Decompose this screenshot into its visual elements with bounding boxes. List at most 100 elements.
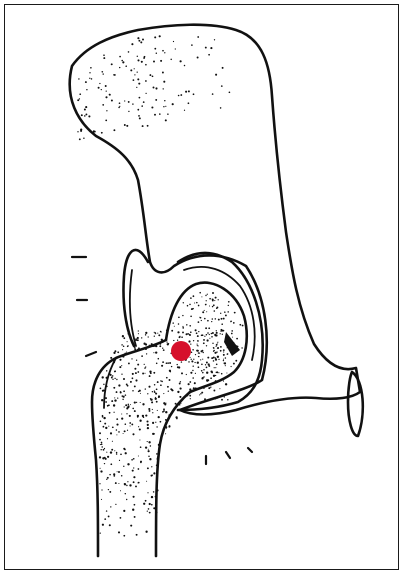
stipple-dot bbox=[140, 393, 141, 394]
stipple-dot bbox=[209, 338, 210, 339]
stipple-dot bbox=[195, 387, 197, 389]
stipple-dot bbox=[127, 430, 128, 431]
stipple-dot bbox=[153, 372, 155, 374]
stipple-dot bbox=[156, 489, 158, 491]
stipple-dot bbox=[155, 496, 156, 497]
stipple-dot bbox=[103, 426, 105, 428]
stipple-dot bbox=[168, 391, 169, 392]
stipple-dot bbox=[105, 96, 107, 98]
stipple-dot bbox=[222, 330, 224, 332]
stipple-dot bbox=[132, 103, 133, 104]
stipple-dot bbox=[223, 359, 224, 360]
stipple-dot bbox=[132, 470, 134, 472]
stipple-dot bbox=[180, 381, 181, 382]
stipple-dot bbox=[233, 363, 235, 365]
stipple-dot bbox=[135, 339, 137, 341]
stipple-dot bbox=[139, 117, 141, 119]
stipple-dot bbox=[83, 138, 84, 139]
stipple-dot bbox=[130, 404, 131, 405]
stipple-dot bbox=[170, 59, 171, 60]
stipple-dot bbox=[216, 308, 218, 310]
stipple-dot bbox=[101, 89, 102, 90]
stipple-dot bbox=[89, 78, 90, 79]
stipple-dot bbox=[85, 106, 87, 108]
stipple-dot bbox=[217, 348, 218, 349]
stipple-dot bbox=[131, 459, 133, 461]
stipple-dot bbox=[122, 349, 123, 350]
stipple-dot bbox=[106, 90, 107, 91]
stipple-dot bbox=[135, 379, 137, 381]
stipple-dot bbox=[138, 347, 140, 349]
stipple-dot bbox=[79, 138, 81, 140]
stipple-dot bbox=[166, 330, 167, 331]
stipple-dot bbox=[163, 88, 164, 89]
stipple-dot bbox=[104, 448, 105, 449]
stipple-dot bbox=[99, 439, 101, 441]
stipple-dot bbox=[107, 477, 109, 479]
stipple-dot bbox=[207, 357, 209, 359]
stipple-dot bbox=[198, 305, 200, 307]
stipple-dot bbox=[106, 370, 107, 371]
stipple-dot bbox=[220, 333, 221, 334]
stipple-dot bbox=[129, 484, 131, 486]
stipple-dot bbox=[193, 93, 195, 95]
stipple-dot bbox=[201, 320, 202, 321]
stipple-dot bbox=[158, 358, 160, 360]
stipple-dot bbox=[230, 320, 232, 322]
stipple-dot bbox=[165, 419, 167, 421]
stipple-dot bbox=[113, 412, 114, 413]
stipple-dot bbox=[194, 382, 196, 384]
stipple-dot bbox=[162, 348, 163, 349]
stipple-dot bbox=[140, 446, 142, 448]
stipple-dot bbox=[102, 415, 104, 417]
stipple-dot bbox=[215, 346, 216, 347]
stipple-dot bbox=[133, 467, 134, 468]
stipple-dot bbox=[206, 380, 208, 382]
stipple-dot bbox=[215, 380, 217, 382]
stipple-dot bbox=[217, 398, 218, 399]
stipple-dot bbox=[127, 333, 128, 334]
stipple-dot bbox=[105, 397, 107, 399]
stipple-dot bbox=[221, 399, 223, 401]
stipple-dot bbox=[218, 319, 220, 321]
stipple-dot bbox=[100, 470, 102, 472]
stipple-dot bbox=[142, 125, 144, 127]
stipple-dot bbox=[201, 392, 203, 394]
stipple-dot bbox=[102, 376, 104, 378]
stipple-dot bbox=[132, 408, 134, 410]
stipple-dot bbox=[193, 340, 194, 341]
stipple-dot bbox=[239, 324, 241, 326]
stipple-dot bbox=[137, 56, 138, 57]
stipple-dot bbox=[162, 361, 164, 363]
stipple-dot bbox=[145, 415, 147, 417]
stipple-dot bbox=[152, 433, 154, 435]
stipple-dot bbox=[145, 334, 146, 335]
stipple-dot bbox=[242, 325, 244, 327]
stipple-dot bbox=[151, 496, 153, 498]
stipple-dot bbox=[212, 332, 214, 334]
stipple-dot bbox=[124, 483, 126, 485]
stipple-dot bbox=[139, 420, 141, 422]
stipple-dot bbox=[158, 334, 160, 336]
stipple-dot bbox=[189, 395, 191, 397]
stipple-dot bbox=[149, 371, 151, 373]
stipple-dot bbox=[85, 113, 87, 115]
stipple-dot bbox=[178, 323, 180, 325]
stipple-dot bbox=[118, 531, 120, 533]
stipple-dot bbox=[188, 90, 190, 92]
stipple-dot bbox=[221, 373, 223, 375]
stipple-dot bbox=[191, 360, 193, 362]
stipple-dot bbox=[225, 383, 227, 385]
stipple-dot bbox=[134, 347, 136, 349]
stipple-dot bbox=[153, 61, 155, 63]
stipple-dot bbox=[148, 449, 149, 450]
stipple-dot bbox=[166, 428, 167, 429]
stipple-dot bbox=[193, 359, 194, 360]
stipple-dot bbox=[206, 345, 207, 346]
stipple-dot bbox=[137, 349, 139, 351]
stipple-dot bbox=[137, 482, 138, 483]
stipple-dot bbox=[149, 375, 151, 377]
stipple-dot bbox=[159, 397, 160, 398]
stipple-dot bbox=[149, 74, 151, 76]
stipple-dot bbox=[193, 295, 195, 297]
